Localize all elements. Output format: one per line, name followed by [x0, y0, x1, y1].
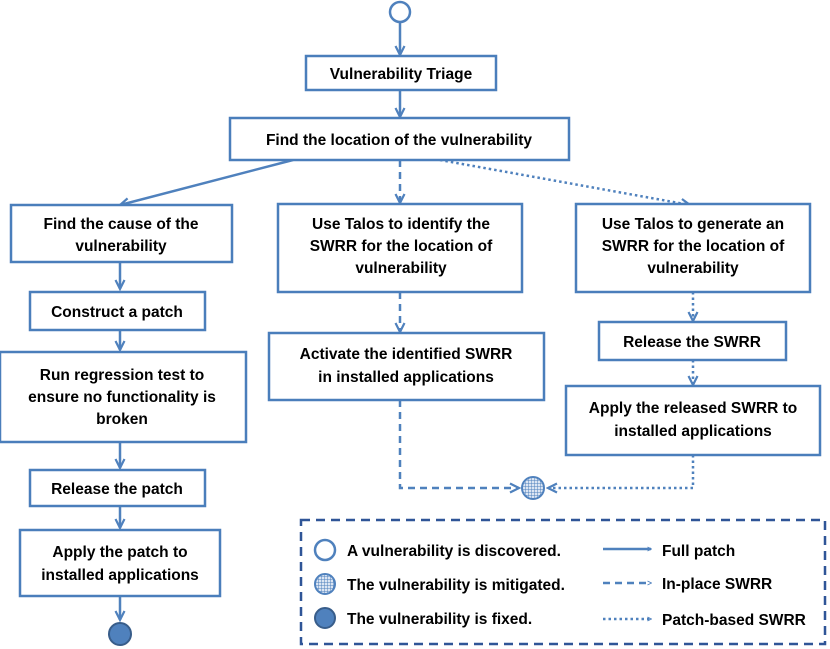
box-release-swrr-label: Release the SWRR	[623, 334, 761, 351]
box-talos-identify: Use Talos to identify the SWRR for the l…	[276, 202, 524, 294]
legend-discovered-icon	[313, 538, 337, 562]
box-talos-generate-line-2: SWRR for the location of	[602, 238, 785, 255]
box-regression-test-line-2: ensure no functionality is	[28, 389, 216, 406]
box-find-location-label: Find the location of the vulnerability	[266, 132, 532, 149]
box-construct-patch: Construct a patch	[28, 290, 207, 332]
box-apply-patch-line-2: installed applications	[41, 567, 199, 584]
legend-mitigated-icon	[314, 573, 336, 595]
mitigated-node	[521, 476, 545, 500]
edge-location-to-generate	[439, 158, 690, 205]
legend-patch-based-label: Patch-based SWRR	[662, 612, 806, 629]
edge-apply-swrr-to-mitigated	[548, 455, 695, 488]
edges	[120, 23, 693, 620]
box-find-location: Find the location of the vulnerability	[228, 116, 571, 162]
box-apply-patch-line-1: Apply the patch to	[52, 544, 187, 561]
legend-border	[299, 518, 827, 646]
box-apply-swrr-line-1: Apply the released SWRR to	[589, 400, 797, 417]
legend-fixed-icon	[314, 607, 336, 629]
box-triage-label: Vulnerability Triage	[330, 66, 473, 83]
fixed-node	[108, 622, 132, 646]
start-node	[388, 0, 412, 24]
box-talos-identify-line-1: Use Talos to identify the	[312, 216, 490, 233]
legend-full-patch-label: Full patch	[662, 543, 735, 560]
legend-mitigated-label: The vulnerability is mitigated.	[347, 577, 565, 594]
box-release-patch-label: Release the patch	[51, 481, 183, 498]
box-apply-swrr-line-2: installed applications	[614, 423, 772, 440]
legend-fixed-label: The vulnerability is fixed.	[347, 611, 532, 628]
box-release-patch: Release the patch	[28, 468, 207, 508]
legend-discovered-label: A vulnerability is discovered.	[347, 543, 561, 560]
box-activate-swrr-line-1: Activate the identified SWRR	[300, 346, 513, 363]
box-activate-swrr: Activate the identified SWRR in installe…	[267, 331, 546, 402]
box-regression-test: Run regression test to ensure no functio…	[0, 350, 248, 444]
edge-activate-to-mitigated	[398, 400, 519, 488]
box-activate-swrr-line-2: in installed applications	[318, 369, 494, 386]
box-talos-generate-line-1: Use Talos to generate an	[602, 216, 784, 233]
box-regression-test-line-3: broken	[96, 411, 148, 428]
box-apply-swrr: Apply the released SWRR to installed app…	[564, 384, 822, 457]
box-talos-identify-line-3: vulnerability	[355, 260, 447, 277]
edge-location-to-cause	[120, 158, 294, 205]
box-release-swrr: Release the SWRR	[597, 320, 788, 362]
box-find-cause: Find the cause of the vulnerability	[9, 203, 234, 264]
box-find-cause-line-2: vulnerability	[75, 238, 167, 255]
box-apply-patch: Apply the patch to installed application…	[18, 528, 222, 598]
box-talos-identify-line-2: SWRR for the location of	[310, 238, 493, 255]
box-triage: Vulnerability Triage	[304, 54, 498, 92]
box-construct-patch-label: Construct a patch	[51, 304, 183, 321]
legend-in-place-label: In-place SWRR	[662, 576, 772, 593]
legend: A vulnerability is discovered. The vulne…	[299, 518, 827, 646]
box-regression-test-line-1: Run regression test to	[40, 367, 205, 384]
box-find-cause-line-1: Find the cause of the	[43, 216, 198, 233]
box-talos-generate-line-3: vulnerability	[647, 260, 739, 277]
box-talos-generate: Use Talos to generate an SWRR for the lo…	[574, 202, 812, 294]
